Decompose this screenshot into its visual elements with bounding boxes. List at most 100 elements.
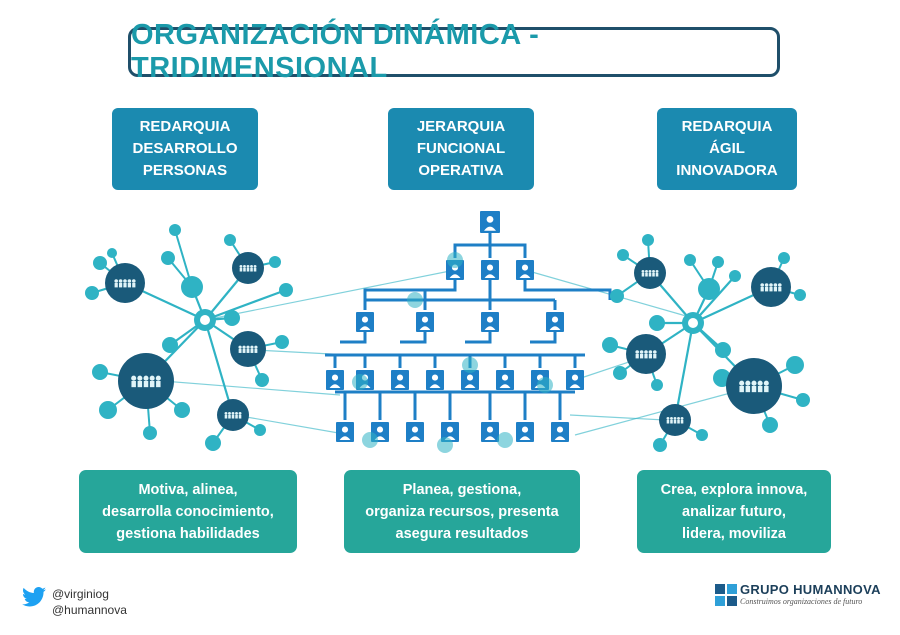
- connector-line: [234, 414, 351, 436]
- person-head: [641, 269, 645, 273]
- humannova-logo: [715, 584, 737, 606]
- network-node-small: [99, 401, 117, 419]
- org-connector: [400, 332, 427, 344]
- person-icon-body: [484, 274, 496, 278]
- person-head: [677, 416, 680, 420]
- connector-line: [149, 379, 341, 396]
- person-body: [143, 381, 149, 388]
- person-icon-body: [499, 384, 511, 388]
- person-box: [546, 312, 564, 332]
- people-group-icon: [641, 269, 659, 277]
- description-line: organiza recursos, presenta: [365, 503, 559, 520]
- network-node-small: [254, 424, 266, 436]
- person-head: [228, 411, 231, 415]
- category-line: REDARQUIA: [681, 118, 773, 135]
- person-icon-body: [394, 384, 406, 388]
- person-head: [238, 345, 242, 349]
- person-body: [640, 354, 644, 359]
- person-body: [231, 415, 235, 419]
- accent-dot: [352, 374, 368, 390]
- category-line: INNOVADORA: [676, 162, 778, 179]
- person-head: [773, 283, 778, 287]
- people-group-icon: [739, 380, 769, 393]
- person-body: [655, 273, 659, 277]
- person-box: [416, 312, 434, 332]
- brand-name: GRUPO HUMANNOVA: [740, 582, 881, 597]
- person-body: [228, 415, 231, 419]
- person-head: [243, 264, 246, 268]
- person-icon-body: [419, 326, 431, 330]
- description-line: Crea, explora innova,: [660, 481, 808, 498]
- network-node-small: [696, 429, 708, 441]
- person-icon: [396, 374, 404, 381]
- person-head: [644, 350, 648, 354]
- person-body: [131, 381, 136, 388]
- person-head: [238, 411, 242, 415]
- twitter-handle[interactable]: @virginiog: [52, 587, 109, 601]
- category-line: REDARQUIA: [139, 118, 231, 135]
- person-body: [238, 415, 242, 419]
- person-head: [127, 279, 132, 283]
- person-body: [673, 420, 677, 424]
- person-icon-body: [519, 274, 531, 278]
- person-head: [137, 375, 143, 381]
- person-body: [760, 287, 764, 292]
- description-line: lidera, moviliza: [682, 525, 786, 542]
- person-head: [254, 345, 258, 349]
- person-head: [242, 345, 246, 349]
- person-box: [516, 422, 534, 442]
- person-body: [238, 349, 242, 353]
- connector-line: [204, 269, 456, 321]
- person-body: [751, 386, 757, 393]
- person-icon: [411, 426, 419, 433]
- network-node-small: [92, 364, 108, 380]
- person-icon: [521, 264, 529, 271]
- accent-dot: [447, 252, 463, 268]
- network-link: [203, 319, 235, 416]
- accent-dot: [537, 377, 553, 393]
- person-body: [119, 283, 123, 288]
- description-line: gestiona habilidades: [116, 525, 260, 542]
- person-icon: [521, 426, 529, 433]
- person-box: [441, 422, 459, 442]
- person-head: [239, 264, 243, 268]
- person-body: [764, 386, 769, 393]
- person-head: [639, 350, 644, 354]
- person-box: [516, 260, 534, 280]
- person-head: [250, 345, 254, 349]
- description-box-innovadora: Crea, explora innova, analizar futuro, l…: [637, 470, 831, 553]
- twitter-handle[interactable]: @humannova: [52, 603, 127, 617]
- category-line: ÁGIL: [709, 140, 745, 157]
- person-body: [641, 273, 645, 277]
- person-icon-body: [329, 384, 341, 388]
- category-box-red-desarrollo: REDARQUIA DESARROLLO PERSONAS: [112, 108, 258, 190]
- person-icon-body: [484, 326, 496, 330]
- person-icon-body: [429, 384, 441, 388]
- description-line: analizar futuro,: [682, 503, 786, 520]
- person-icon: [446, 426, 454, 433]
- person-head: [652, 269, 655, 273]
- person-icon-body: [569, 384, 581, 388]
- category-line: OPERATIVA: [418, 162, 504, 179]
- person-head: [143, 375, 149, 381]
- person-head: [655, 269, 659, 273]
- person-head: [235, 411, 238, 415]
- description-line: desarrolla conocimiento,: [102, 503, 274, 520]
- network-node: [729, 270, 741, 282]
- org-connector: [490, 243, 527, 258]
- person-body: [239, 268, 243, 272]
- network-node: [698, 278, 720, 300]
- category-box-jerarquia: JERARQUIA FUNCIONAL OPERATIVA: [388, 108, 534, 190]
- person-body: [250, 268, 253, 272]
- org-connector: [453, 233, 492, 258]
- network-node-small: [778, 252, 790, 264]
- network-node-small: [642, 234, 654, 246]
- description-line: Motiva, alinea,: [138, 481, 238, 498]
- network-node-small: [161, 251, 175, 265]
- person-body: [653, 354, 657, 359]
- people-group-icon: [635, 350, 657, 359]
- person-head: [253, 264, 257, 268]
- network-node-small: [85, 286, 99, 300]
- org-connector: [340, 332, 367, 344]
